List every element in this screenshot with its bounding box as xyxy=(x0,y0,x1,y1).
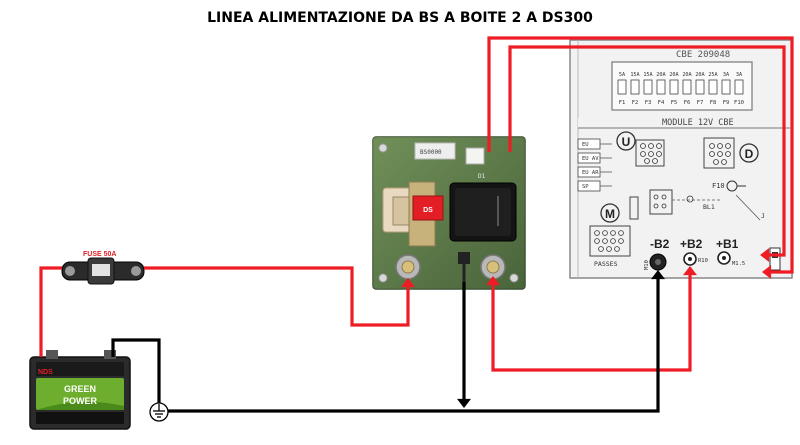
wire-bs-top-inner xyxy=(508,45,786,257)
ground-wires xyxy=(111,276,660,413)
fuse-slot-1 xyxy=(617,79,627,95)
connector-u-icon xyxy=(616,131,636,151)
bl1-label: BL1 xyxy=(703,203,715,211)
fuse-amp-10: 3A xyxy=(736,72,743,78)
wire-battery-to-fuse xyxy=(39,266,62,357)
terminal-plus-b1-label: +B1 xyxy=(716,237,739,251)
connector-m-label: M xyxy=(605,207,615,221)
r10-label: R10 xyxy=(698,258,708,264)
side-label-2: EU AV xyxy=(582,156,599,162)
bs-relay-board: BS0000 D1 DS xyxy=(372,136,526,290)
side-label-1: EU xyxy=(582,142,589,148)
fuse-amp-8: 25A xyxy=(708,72,718,78)
fuse-name-10: F10 xyxy=(734,100,744,106)
connector-d-label: D xyxy=(745,147,754,161)
arrow-bs-ground xyxy=(457,398,471,408)
connector-m-icon xyxy=(600,203,620,223)
fuse-name-6: F6 xyxy=(684,100,691,106)
terminal-plus-b2-label: +B2 xyxy=(680,237,703,251)
wire-battery-ground xyxy=(111,338,161,403)
battery-line1: GREEN xyxy=(64,384,96,394)
fuse-name-4: F4 xyxy=(658,100,665,106)
wire-fuse-to-bs xyxy=(144,266,410,327)
fuse-slot-6 xyxy=(682,79,692,95)
fuse-slot-8 xyxy=(708,79,718,95)
side-label-4: SP xyxy=(582,184,589,190)
fuse-name-7: F7 xyxy=(697,100,704,106)
power-wires xyxy=(39,36,794,372)
inline-fuse-50a: FUSE 50A xyxy=(61,251,145,285)
fuse-amp-3: 15A xyxy=(643,72,653,78)
fuse-name-9: F9 xyxy=(723,100,730,106)
fuse-slot-3 xyxy=(643,79,653,95)
ground-icon xyxy=(149,402,169,422)
fuse-slot-4 xyxy=(656,79,666,95)
arrow-cbe-right-1 xyxy=(762,265,772,279)
arrow-minus-b2 xyxy=(651,270,665,280)
wire-ground-bus xyxy=(168,276,660,413)
fuse-amp-1: 5A xyxy=(619,72,626,78)
m10-label: M10 xyxy=(644,260,650,270)
connector-d-icon xyxy=(739,143,759,163)
board-code: BS0000 xyxy=(420,149,442,156)
arrow-heads xyxy=(401,248,772,408)
cbe-terminals: -B2 +B2 +B1 M10 R10 M1.5 xyxy=(644,237,781,271)
fuse-slot-9 xyxy=(721,79,731,95)
side-label-3: EU AR xyxy=(582,170,599,176)
wire-bs-to-plus-b2 xyxy=(491,272,692,372)
battery-line2: POWER xyxy=(63,396,98,406)
m15-label: M1.5 xyxy=(732,261,745,267)
arrow-plus-b2 xyxy=(683,266,697,276)
fuse-name-8: F8 xyxy=(710,100,717,106)
fuse-amp-6: 20A xyxy=(682,72,692,78)
fuse-slot-10 xyxy=(734,79,744,95)
wire-bs-top-outer xyxy=(487,36,794,274)
fuse-amp-5: 20A xyxy=(669,72,679,78)
arrow-bs-right-stud xyxy=(486,276,500,286)
diagram-title: LINEA ALIMENTAZIONE DA BS A BOITE 2 A DS… xyxy=(207,10,593,26)
j-label: J xyxy=(761,212,765,220)
fuse-name-1: F1 xyxy=(619,100,626,106)
fuse-amp-2: 15A xyxy=(630,72,640,78)
passes-label: PASSES xyxy=(594,260,618,268)
connector-u-label: U xyxy=(622,135,631,149)
fuse-slot-7 xyxy=(695,79,705,95)
arrow-bs-left-stud xyxy=(401,278,415,288)
cbe-module-label: MODULE 12V CBE xyxy=(662,118,734,128)
fuse-slot-2 xyxy=(630,79,640,95)
fuse-name-3: F3 xyxy=(645,100,652,106)
board-fuse-label: DS xyxy=(423,207,433,214)
battery-brand: NDS xyxy=(38,369,53,376)
f10-label: F10 xyxy=(712,182,725,190)
arrow-cbe-right-2 xyxy=(760,248,770,262)
fuse-amp-9: 3A xyxy=(723,72,730,78)
terminal-minus-b2-label: -B2 xyxy=(650,237,670,251)
fuse-label: FUSE 50A xyxy=(83,251,116,258)
board-top-label: D1 xyxy=(478,173,486,180)
fuse-name-2: F2 xyxy=(632,100,639,106)
battery: NDS GREEN POWER xyxy=(29,350,131,430)
fuse-amp-4: 20A xyxy=(656,72,666,78)
fuse-slot-5 xyxy=(669,79,679,95)
cbe-header: CBE 209048 xyxy=(676,50,730,60)
fuse-name-5: F5 xyxy=(671,100,678,106)
fuse-amp-7: 20A xyxy=(695,72,705,78)
